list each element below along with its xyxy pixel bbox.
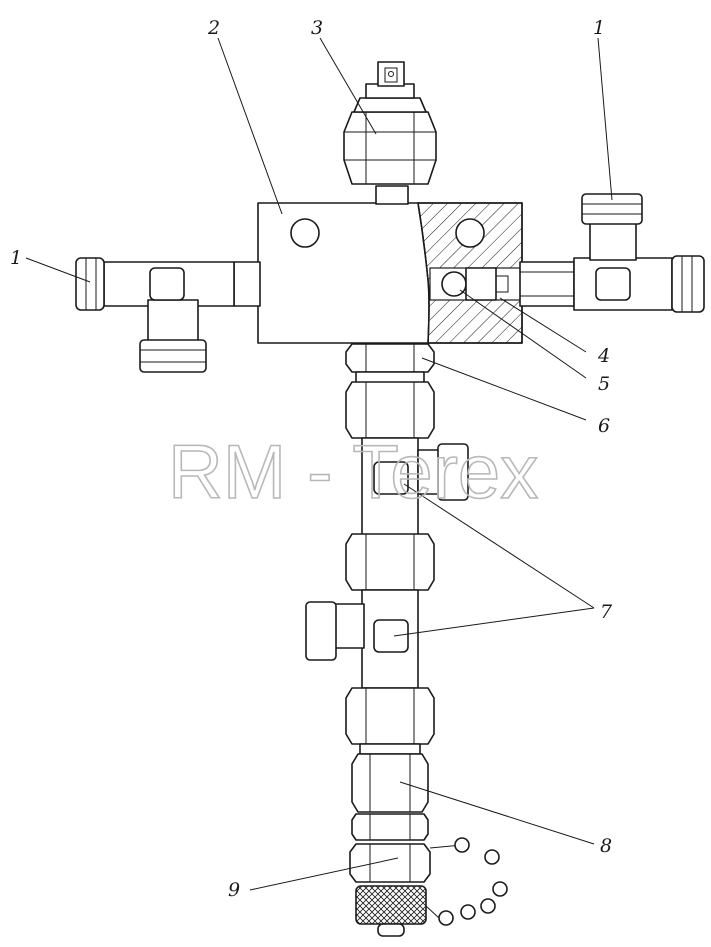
watermark: RM - Terex bbox=[168, 430, 538, 515]
check-ball bbox=[441, 271, 467, 297]
valve-body bbox=[257, 202, 523, 344]
callout-1-right: 1 bbox=[593, 17, 605, 39]
callout-2: 2 bbox=[207, 17, 220, 39]
tee-fitting-right bbox=[519, 193, 705, 313]
callout-5: 5 bbox=[598, 373, 610, 395]
callout-1-left: 1 bbox=[10, 247, 22, 269]
callouts: 1 1 2 3 4 5 6 7 8 9 bbox=[10, 17, 613, 901]
callout-9: 9 bbox=[228, 879, 240, 901]
callout-6: 6 bbox=[598, 415, 610, 437]
tee-fitting-left bbox=[75, 257, 261, 373]
column-nuts bbox=[305, 343, 469, 937]
callout-3: 3 bbox=[311, 17, 323, 39]
callout-8: 8 bbox=[600, 835, 612, 857]
sensor-top bbox=[343, 61, 437, 205]
leader-lines bbox=[25, 37, 613, 891]
callout-7: 7 bbox=[600, 601, 613, 623]
retaining-chain bbox=[425, 837, 508, 926]
callout-4: 4 bbox=[597, 345, 610, 367]
